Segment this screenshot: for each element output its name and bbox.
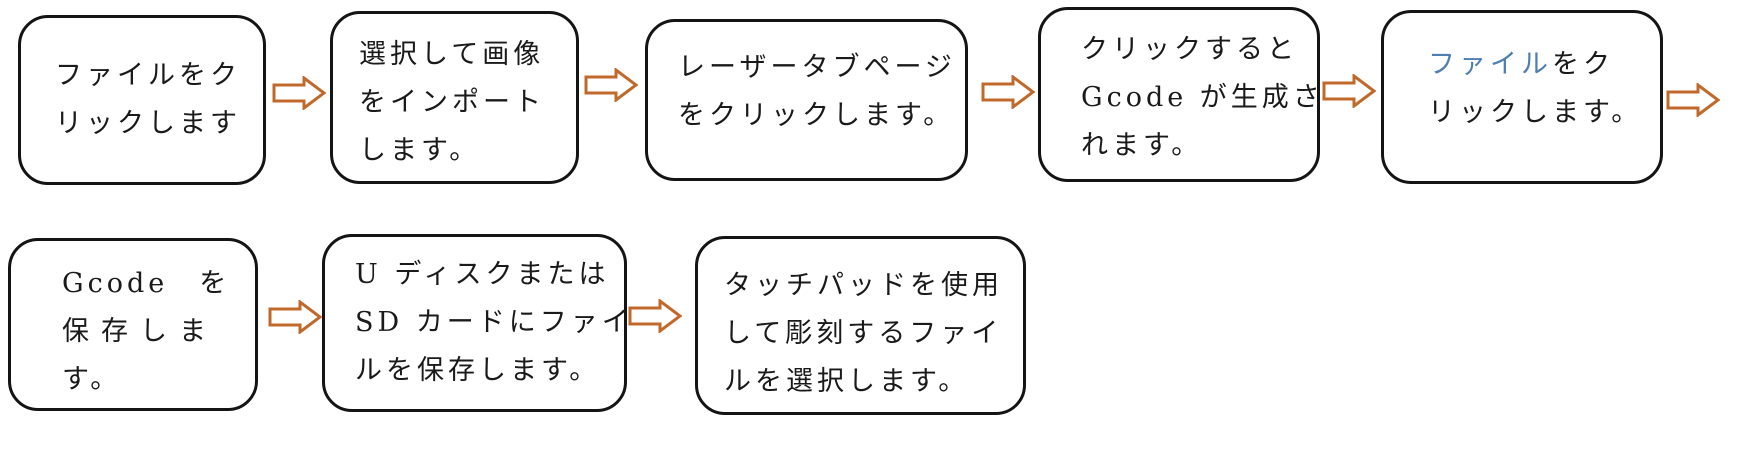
- flow-arrow: [981, 75, 1035, 109]
- step-line: をクリックします。: [678, 100, 955, 131]
- step-line: リックします: [55, 108, 241, 139]
- step-box-click-file: ファイルをク リックします。: [1381, 10, 1663, 184]
- step-box-select-on-touchpad: タッチパッドを使用 して彫刻するファイ ルを選択します。: [695, 236, 1026, 415]
- step-box-open-file: ファイルをク リックします: [18, 15, 266, 185]
- step-line: ルを保存します。: [355, 355, 601, 386]
- step-box-save-gcode: Gcode を 保存しま す。: [8, 238, 258, 411]
- flow-arrow: [1666, 83, 1720, 117]
- step-line: クリックすると: [1081, 34, 1298, 65]
- step-line-rest: をク: [1552, 49, 1614, 80]
- step-line: タッチパッドを使用: [724, 270, 1003, 301]
- step-text: U ディスクまたは SD カードにファイ ルを保存します。: [355, 251, 633, 395]
- flow-arrow: [1322, 74, 1376, 108]
- step-text: ファイルをク リックします: [55, 52, 241, 148]
- step-text: レーザータブページ をクリックします。: [678, 44, 956, 140]
- step-text: クリックすると Gcode が生成さ れます。: [1081, 26, 1324, 170]
- step-line: 選択して画像: [359, 39, 545, 70]
- step-line: します。: [359, 135, 481, 166]
- step-line: Gcode を: [62, 268, 231, 299]
- step-line: 保存しま: [62, 316, 218, 347]
- step-box-import-image: 選択して画像 をインポート します。: [330, 11, 579, 184]
- flow-arrow: [272, 76, 326, 110]
- flow-arrow: [628, 299, 682, 333]
- step-box-generate-gcode: クリックすると Gcode が生成さ れます。: [1038, 7, 1320, 182]
- step-text: ファイルをク リックします。: [1428, 41, 1642, 137]
- step-text: タッチパッドを使用 して彫刻するファイ ルを選択します。: [724, 262, 1003, 406]
- step-line: リックします。: [1428, 97, 1643, 128]
- flow-arrow: [268, 300, 322, 334]
- step-line: れます。: [1081, 130, 1203, 161]
- step-line: レーザータブページ: [678, 52, 956, 83]
- highlighted-file-label: ファイル: [1428, 49, 1552, 80]
- step-line: U ディスクまたは: [355, 259, 610, 290]
- step-line: ファイルをク: [55, 60, 241, 91]
- step-box-save-to-disk: U ディスクまたは SD カードにファイ ルを保存します。: [322, 234, 629, 412]
- flow-arrow: [584, 68, 638, 102]
- step-line: SD カードにファイ: [355, 307, 633, 338]
- step-line: をインポート: [359, 87, 545, 118]
- step-line: Gcode が生成さ: [1081, 82, 1324, 113]
- step-line: して彫刻するファイ: [724, 318, 1003, 349]
- step-text: Gcode を 保存しま す。: [62, 260, 230, 404]
- step-line: ファイルをク: [1428, 41, 1642, 89]
- step-box-laser-tab: レーザータブページ をクリックします。: [645, 19, 968, 181]
- step-line: す。: [62, 364, 122, 395]
- step-line: ルを選択します。: [724, 366, 970, 397]
- step-text: 選択して画像 をインポート します。: [359, 31, 545, 175]
